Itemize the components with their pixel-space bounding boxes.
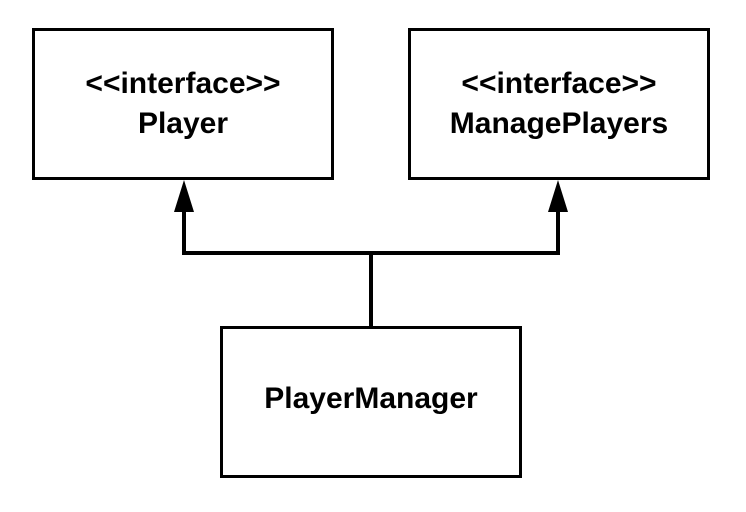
player-stereotype: <<interface>> xyxy=(85,67,281,100)
edge-playermanager-to-player xyxy=(182,206,373,326)
playermanager-name: PlayerManager xyxy=(264,382,478,415)
arrowhead-manageplayers-icon xyxy=(548,180,568,212)
player-interface-box: <<interface>> Player xyxy=(32,28,334,180)
playermanager-class-box: PlayerManager xyxy=(220,326,522,478)
manageplayers-stereotype: <<interface>> xyxy=(461,67,657,100)
arrowhead-player-icon xyxy=(174,180,194,212)
manageplayers-name: ManagePlayers xyxy=(449,107,669,140)
edge-playermanager-to-manageplayers xyxy=(371,206,560,255)
manageplayers-interface-box: <<interface>> ManagePlayers xyxy=(408,28,710,180)
player-name: Player xyxy=(137,107,229,140)
